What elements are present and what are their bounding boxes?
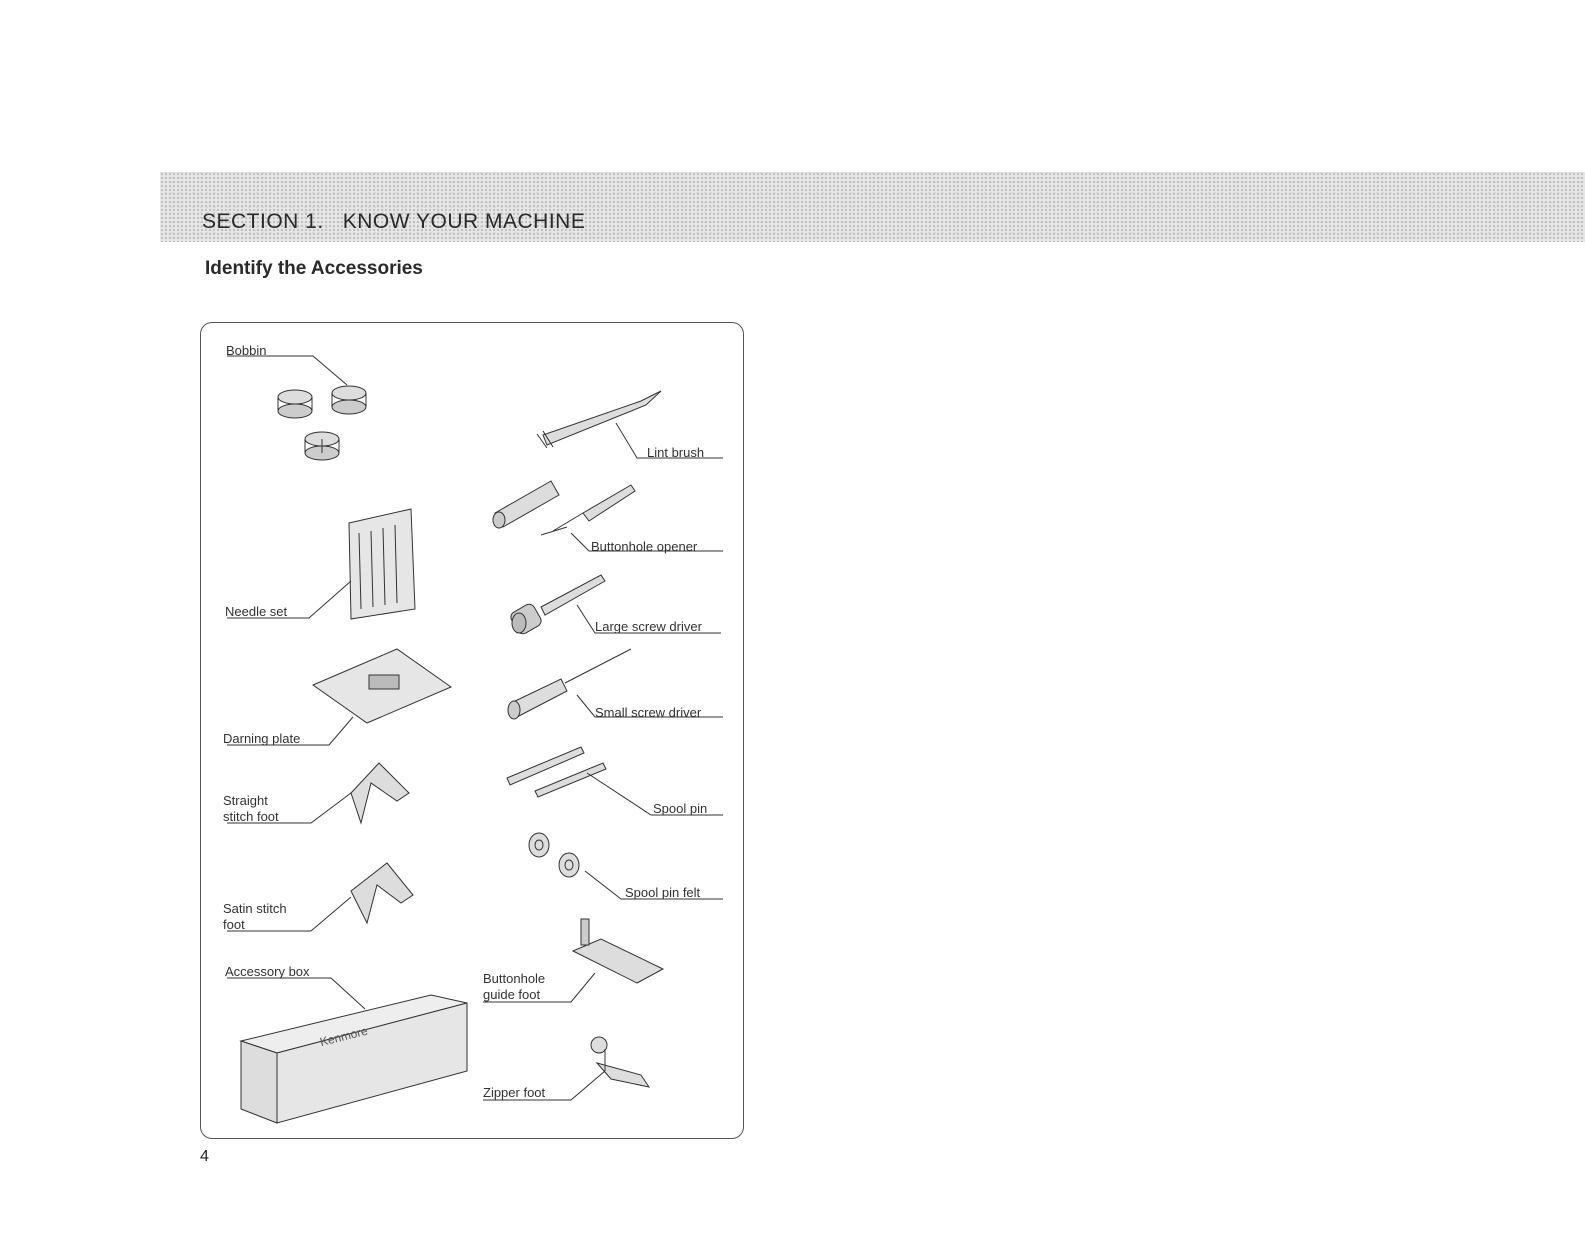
label-buttonhole-opener: Buttonhole opener — [591, 539, 697, 554]
label-satin-stitch-foot-line1: Satin stitch — [223, 901, 287, 916]
label-needle-set: Needle set — [225, 604, 287, 619]
label-large-screw-driver: Large screw driver — [595, 619, 702, 634]
label-straight-stitch-foot-line1: Straight — [223, 793, 268, 808]
accessories-figure: Kenmore Bobbin Lint brush Buttonhole ope… — [200, 322, 744, 1139]
accessory-box-icon: Kenmore — [227, 978, 467, 1123]
bobbin-icon — [227, 356, 366, 460]
section-title: SECTION 1. KNOW YOUR MACHINE — [202, 210, 585, 234]
label-accessory-box: Accessory box — [225, 964, 310, 979]
label-spool-pin-felt: Spool pin felt — [625, 885, 700, 900]
label-straight-stitch-foot-line2: stitch foot — [223, 809, 279, 824]
label-lint-brush: Lint brush — [647, 445, 704, 460]
label-darning-plate: Darning plate — [223, 731, 300, 746]
needle-set-icon — [227, 509, 415, 619]
label-zipper-foot: Zipper foot — [483, 1085, 545, 1100]
label-spool-pin: Spool pin — [653, 801, 707, 816]
satin-stitch-foot-icon — [227, 863, 413, 931]
page-title: Identify the Accessories — [205, 258, 423, 280]
label-bobbin: Bobbin — [226, 343, 266, 358]
label-satin-stitch-foot-line2: foot — [223, 917, 245, 932]
label-buttonhole-guide-foot-line2: guide foot — [483, 987, 540, 1002]
page-number: 4 — [200, 1148, 209, 1166]
label-buttonhole-guide-foot-line1: Buttonhole — [483, 971, 545, 986]
label-small-screw-driver: Small screw driver — [595, 705, 701, 720]
